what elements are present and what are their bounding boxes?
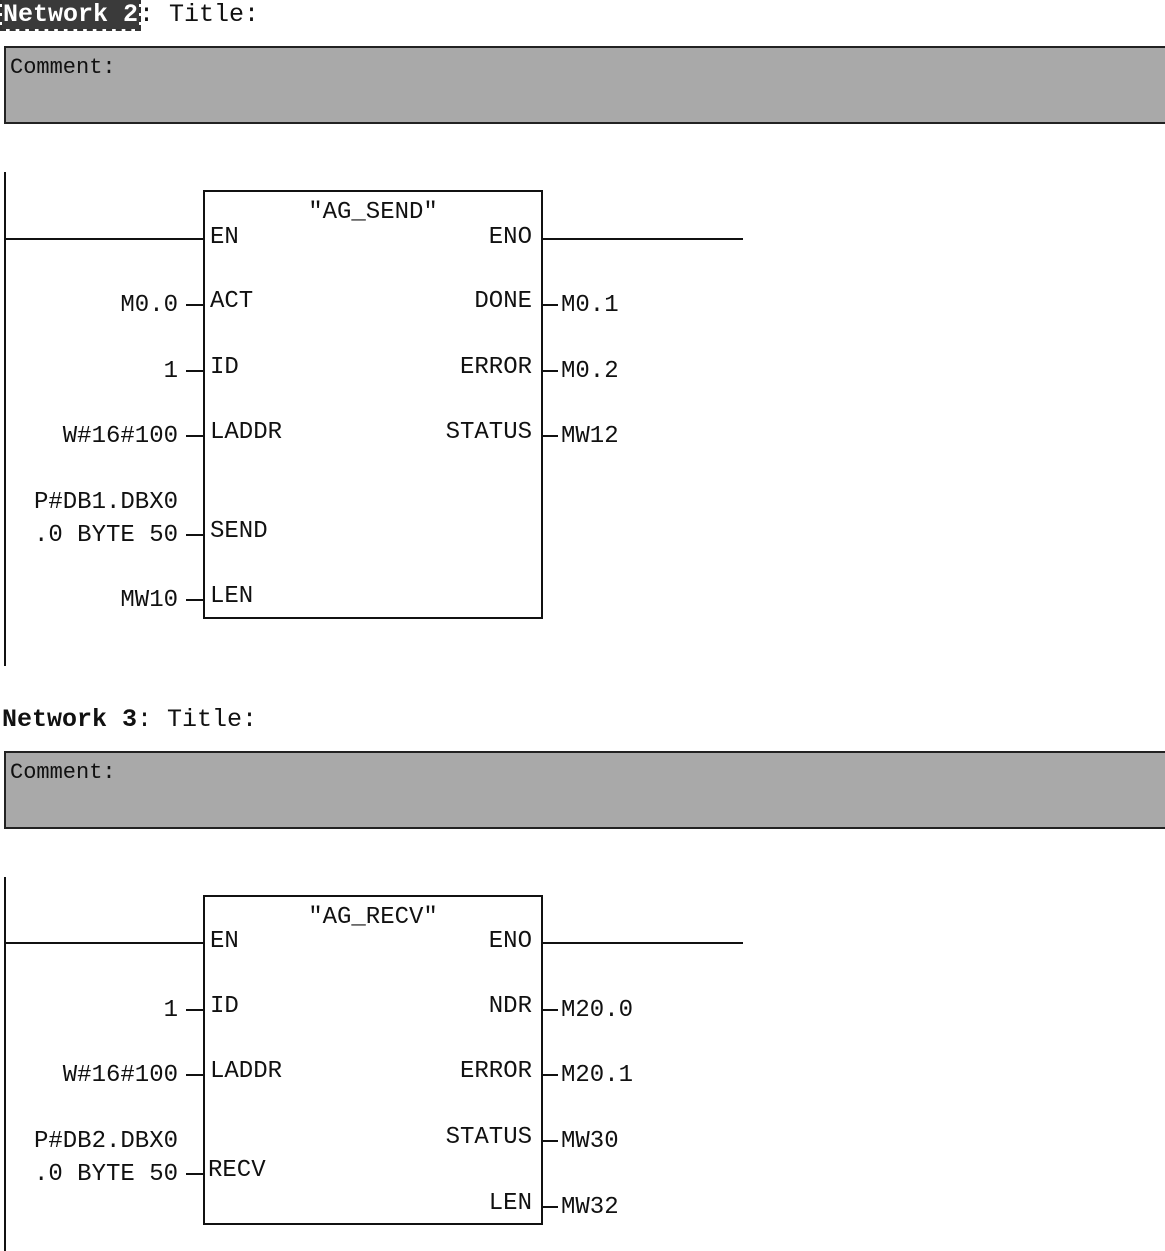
- ag-send-done-pin: DONE: [474, 288, 532, 315]
- network-3-header[interactable]: Network 3: Title:: [2, 705, 257, 735]
- ag-send-block[interactable]: [203, 190, 543, 619]
- network-2-number[interactable]: Network 2: [0, 0, 142, 31]
- ag-recv-len-wire: [541, 1206, 558, 1208]
- ag-recv-id-pin: ID: [210, 993, 239, 1020]
- ag-recv-block-name: "AG_RECV": [308, 904, 438, 931]
- ag-send-error-wire: [541, 370, 558, 372]
- ag-send-id-value[interactable]: 1: [163, 358, 178, 385]
- ag-recv-ndr-value[interactable]: M20.0: [561, 997, 634, 1024]
- network-3-number[interactable]: Network 3: [2, 705, 138, 734]
- ag-send-act-wire: [186, 304, 203, 306]
- ag-recv-recv-value-line2[interactable]: .0 BYTE 50: [33, 1161, 178, 1188]
- network-3-power-rail: [4, 877, 6, 1251]
- ag-send-en-pin: EN: [210, 224, 239, 251]
- ag-send-status-value[interactable]: MW12: [561, 423, 619, 450]
- ag-send-act-pin: ACT: [210, 288, 254, 315]
- ag-recv-en-pin: EN: [210, 928, 239, 955]
- ag-send-send-value-line2[interactable]: .0 BYTE 50: [33, 522, 178, 549]
- ag-recv-id-value[interactable]: 1: [163, 997, 178, 1024]
- ag-send-send-wire: [186, 534, 203, 536]
- network-2-comment-label: Comment:: [10, 55, 116, 80]
- ag-recv-error-value[interactable]: M20.1: [561, 1062, 634, 1089]
- network-2-title-label: : Title:: [139, 0, 260, 29]
- ag-send-done-wire: [541, 304, 558, 306]
- ag-send-id-wire: [186, 370, 203, 372]
- ag-send-eno-pin: ENO: [488, 224, 532, 251]
- network-2-header[interactable]: Network 2: Title:: [0, 0, 260, 31]
- ag-send-done-value[interactable]: M0.1: [561, 292, 619, 319]
- ag-recv-recv-wire: [186, 1173, 203, 1175]
- ag-recv-ndr-pin: NDR: [488, 993, 532, 1020]
- ag-recv-recv-value-line1[interactable]: P#DB2.DBX0: [33, 1128, 178, 1155]
- network-3-eno-wire: [541, 942, 743, 944]
- ag-recv-status-pin: STATUS: [445, 1124, 532, 1151]
- ag-recv-laddr-pin: LADDR: [210, 1058, 283, 1085]
- ag-send-len-pin: LEN: [210, 583, 254, 610]
- ag-send-id-pin: ID: [210, 354, 239, 381]
- ag-send-status-pin: STATUS: [445, 419, 532, 446]
- ag-send-block-name: "AG_SEND": [308, 199, 438, 226]
- ag-recv-ndr-wire: [541, 1009, 558, 1011]
- ag-send-send-pin: SEND: [210, 518, 268, 545]
- ag-send-len-value[interactable]: MW10: [120, 587, 178, 614]
- network-3-comment-label: Comment:: [10, 760, 116, 785]
- ag-recv-laddr-value[interactable]: W#16#100: [62, 1062, 178, 1089]
- ag-send-act-value[interactable]: M0.0: [120, 292, 178, 319]
- ag-send-laddr-wire: [186, 435, 203, 437]
- ag-recv-eno-pin: ENO: [488, 928, 532, 955]
- network-2-comment-box[interactable]: Comment:: [4, 46, 1165, 124]
- ag-send-status-wire: [541, 435, 558, 437]
- ag-recv-len-value[interactable]: MW32: [561, 1194, 619, 1221]
- ag-recv-block[interactable]: [203, 895, 543, 1225]
- network-3-comment-box[interactable]: Comment:: [4, 751, 1165, 829]
- network-3-title-label: : Title:: [137, 705, 258, 734]
- ag-recv-status-wire: [541, 1140, 558, 1142]
- ag-send-len-wire: [186, 599, 203, 601]
- ag-send-error-pin: ERROR: [459, 354, 532, 381]
- ag-recv-id-wire: [186, 1009, 203, 1011]
- network-2-eno-wire: [541, 238, 743, 240]
- ag-recv-error-pin: ERROR: [459, 1058, 532, 1085]
- ag-recv-status-value[interactable]: MW30: [561, 1128, 619, 1155]
- network-2-power-rail: [4, 172, 6, 666]
- ag-recv-len-pin: LEN: [488, 1190, 532, 1217]
- ag-recv-laddr-wire: [186, 1074, 203, 1076]
- ag-send-laddr-pin: LADDR: [210, 419, 283, 446]
- ag-send-laddr-value[interactable]: W#16#100: [62, 423, 178, 450]
- network-2-en-wire: [4, 238, 204, 240]
- ag-send-error-value[interactable]: M0.2: [561, 358, 619, 385]
- ag-recv-error-wire: [541, 1074, 558, 1076]
- ag-send-send-value-line1[interactable]: P#DB1.DBX0: [33, 489, 178, 516]
- ag-recv-recv-pin: RECV: [208, 1157, 266, 1184]
- network-3-en-wire: [4, 942, 204, 944]
